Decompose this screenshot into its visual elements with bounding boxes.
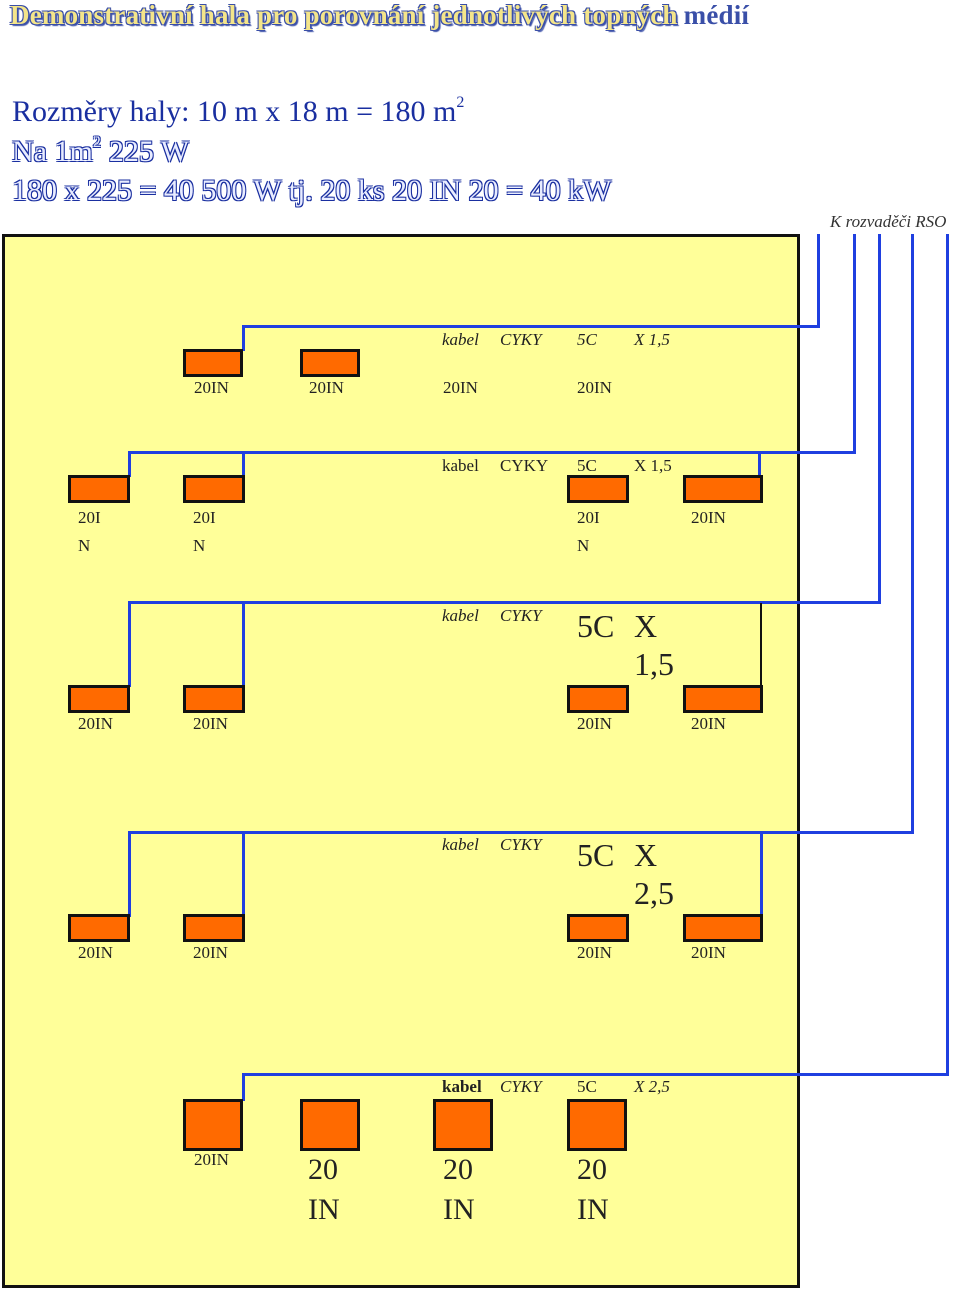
cable-type: CYKY [500, 606, 542, 625]
dimensions-line-2-prefix: Na 1m [12, 135, 93, 168]
heater [183, 914, 245, 942]
heater-label: 20 IN [577, 1153, 609, 1226]
cable-cores: 5C [577, 330, 597, 349]
dimensions-line-3: 180 x 225 = 40 500 W tj. 20 ks 20 IN 20 … [12, 174, 612, 207]
row-5-bus-wire [242, 1073, 949, 1076]
dimensions-line-2: Na 1m2 225 W [12, 134, 189, 169]
heater-label: 20IN [577, 943, 612, 962]
heater-label: 20IN [309, 378, 344, 397]
row-4-drop [128, 831, 131, 917]
dimensions-line-1-sup: 2 [456, 94, 465, 111]
heater-label: 20I N [577, 508, 600, 555]
cable-cross-section: X 1,5 [634, 330, 670, 349]
heater-label: 20IN [193, 943, 228, 962]
row-4-drop [760, 831, 763, 917]
cable-type: CYKY [500, 456, 549, 475]
cable-cross-section: X 2,5 [634, 1077, 670, 1096]
row-5-drop [242, 1073, 245, 1101]
cable-type: CYKY [500, 330, 542, 349]
row-1-drop [242, 325, 245, 351]
dimensions-line-1-text: Rozměry haly: 10 m x 18 m = 180 m [12, 95, 457, 128]
heater [683, 475, 763, 503]
heater-label: 20IN [194, 1150, 229, 1169]
feeder-wire-3 [878, 234, 881, 604]
heater-label: 20IN [443, 378, 478, 397]
heater [683, 914, 763, 942]
heater [567, 685, 629, 713]
heater [183, 475, 245, 503]
cable-label-word: kabel [442, 456, 479, 475]
cable-label-word: kabel [442, 835, 479, 854]
heater [300, 1099, 360, 1151]
cable-cores: 5C [577, 456, 597, 475]
cable-type: CYKY [500, 1077, 542, 1096]
row-3-drop [242, 601, 245, 687]
cable-type: CYKY [500, 835, 542, 854]
cable-label-word: kabel [442, 330, 479, 349]
cable-cores: 5C [577, 837, 615, 873]
row-1-bus-wire [242, 325, 820, 328]
feeder-wire-5 [946, 234, 949, 1076]
heater-label: 20IN [78, 714, 113, 733]
row-2-drop [128, 451, 131, 477]
title-main: Demonstrativní hala pro porovnání jednot… [10, 0, 678, 30]
cable-cross-section: X 2,5 [634, 837, 674, 911]
hall-floor-plan [2, 234, 800, 1288]
heater-label: 20I N [78, 508, 101, 555]
heater-label: 20IN [691, 508, 726, 527]
heater [567, 1099, 627, 1151]
heater [300, 349, 360, 377]
heater-label: 20IN [577, 378, 612, 397]
heater [567, 914, 629, 942]
distribution-board-label: K rozvaděči RSO [830, 212, 947, 231]
heater [183, 349, 243, 377]
feeder-wire-2 [853, 234, 856, 454]
feeder-wire-1 [817, 234, 820, 328]
row-4-bus-wire [128, 831, 914, 834]
dimensions-line-1: Rozměry haly: 10 m x 18 m = 180 m2 [12, 94, 464, 129]
page-title: Demonstrativní hala pro porovnání jednot… [10, 0, 749, 31]
row-4-drop [242, 831, 245, 917]
heater [68, 914, 130, 942]
feeder-wire-4 [911, 234, 914, 834]
cable-cores: 5C [577, 1077, 597, 1096]
heater-label: 20IN [194, 378, 229, 397]
dimensions-line-2-suffix: 225 W [108, 135, 190, 168]
heater [683, 685, 763, 713]
cable-cross-section: X 1,5 [634, 456, 672, 475]
heater [567, 475, 629, 503]
heater-label: 20IN [577, 714, 612, 733]
cable-label-word: kabel [442, 606, 479, 625]
heater-label: 20IN [193, 714, 228, 733]
row-2-bus-wire [128, 451, 856, 454]
cable-cores: 5C [577, 608, 615, 644]
heater [183, 685, 245, 713]
heater-label: 20IN [691, 714, 726, 733]
heater-label: 20I N [193, 508, 216, 555]
cable-label-word: kabel [442, 1077, 482, 1096]
dimensions-line-2-sup: 2 [92, 134, 101, 151]
row-3-drop [128, 601, 131, 687]
heater [68, 685, 130, 713]
heater-label: 20IN [78, 943, 113, 962]
heater-label: 20 IN [443, 1153, 475, 1226]
title-last-word: médií [683, 0, 750, 30]
heater-label: 20IN [691, 943, 726, 962]
row-3-drop-black [760, 603, 762, 687]
heater-label: 20 IN [308, 1153, 340, 1226]
cable-cross-section: X 1,5 [634, 608, 674, 682]
heater [183, 1099, 243, 1151]
row-2-drop [758, 451, 761, 477]
heater [68, 475, 130, 503]
heater [433, 1099, 493, 1151]
row-3-bus-wire [128, 601, 881, 604]
row-2-drop [242, 451, 245, 477]
